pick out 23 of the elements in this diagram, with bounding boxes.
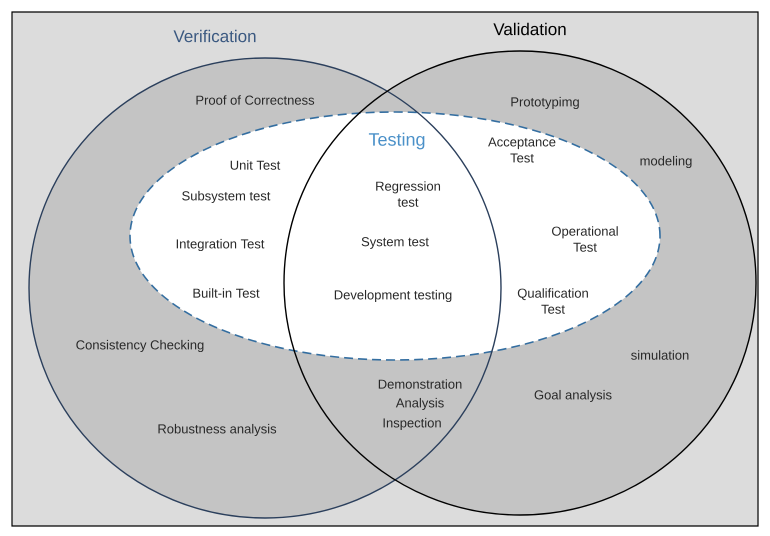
item-label: Demonstration [378, 379, 462, 389]
item-label: Proof of Correctness [196, 95, 314, 105]
item-label: Development testing [334, 290, 452, 302]
item-label: Regression test [376, 181, 440, 207]
heading: Testing [368, 132, 424, 150]
item-label: Subsystem test [182, 190, 270, 204]
item-label: Built-in Test [193, 288, 260, 298]
item-label: Goal analysis [534, 390, 612, 402]
item-label: System test [362, 237, 429, 249]
item-label: simulation [631, 350, 688, 360]
item-label: Prototypimg [511, 96, 579, 110]
item-label: Analysis [396, 398, 444, 410]
item-label: Qualification Test [518, 288, 588, 314]
item-label: Inspection [384, 418, 441, 430]
heading: Verification [174, 30, 256, 42]
item-label: Robustness analysis [158, 424, 276, 436]
heading: Validation [493, 22, 566, 36]
item-label: Unit Test [230, 160, 280, 170]
item-label: Acceptance Test [488, 137, 556, 163]
item-label: Integration Test [176, 238, 264, 252]
item-label: modeling [640, 156, 692, 168]
item-label: Consistency Checking [76, 340, 204, 352]
item-label: Operational Test [552, 226, 618, 252]
